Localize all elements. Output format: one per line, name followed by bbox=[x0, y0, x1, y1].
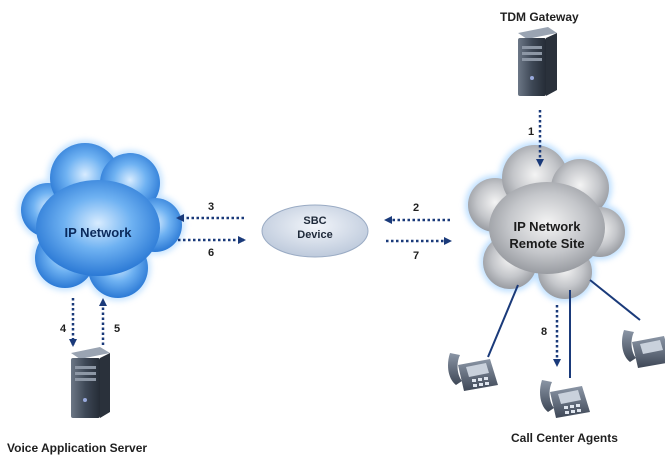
ip-network-label: IP Network bbox=[64, 225, 132, 240]
phone-icon bbox=[540, 380, 590, 418]
sbc-device-label: SBC Device bbox=[285, 214, 345, 242]
ip-network-cloud bbox=[18, 140, 185, 301]
call-center-agents-label: Call Center Agents bbox=[511, 431, 618, 445]
tdm-gateway-server-icon bbox=[518, 27, 557, 96]
remote-site-label: IP Network Remote Site bbox=[497, 218, 597, 252]
sbc-device-label-line2: Device bbox=[297, 229, 333, 241]
voice-application-server-icon bbox=[71, 347, 110, 418]
step-label-4: 4 bbox=[60, 323, 67, 335]
step-label-8: 8 bbox=[541, 326, 548, 338]
phone-icon bbox=[448, 353, 498, 391]
remote-site-label-line1: IP Network bbox=[513, 219, 581, 234]
tdm-gateway-label: TDM Gateway bbox=[500, 10, 579, 24]
remote-site-label-line2: Remote Site bbox=[509, 236, 585, 251]
sbc-device-ellipse bbox=[261, 204, 369, 258]
step-label-2: 2 bbox=[413, 202, 420, 214]
step-label-6: 6 bbox=[208, 247, 215, 259]
step-label-1: 1 bbox=[528, 126, 535, 138]
step-label-7: 7 bbox=[413, 250, 420, 262]
phone-icon bbox=[622, 330, 665, 368]
voice-application-server-label: Voice Application Server bbox=[7, 441, 148, 455]
sbc-device-label-line1: SBC bbox=[303, 215, 327, 227]
step-label-5: 5 bbox=[114, 323, 121, 335]
step-label-3: 3 bbox=[208, 201, 215, 213]
agent-links bbox=[487, 279, 641, 378]
remote-site-cloud bbox=[465, 142, 628, 302]
